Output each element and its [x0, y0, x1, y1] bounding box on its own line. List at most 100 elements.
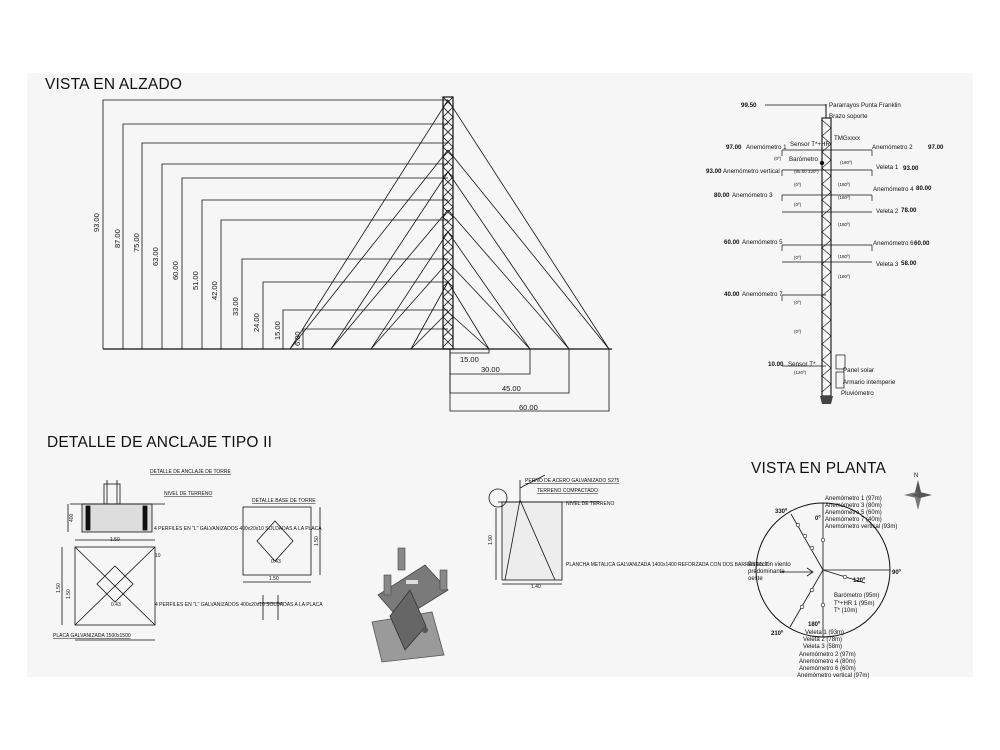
distance-labels: 15.00 30.00 45.00 60.00	[460, 355, 538, 412]
anchor-3d-render	[371, 547, 449, 663]
detalle-title: DETALLE DE ANCLAJE DE TORRE	[150, 469, 232, 475]
height-label: 63.00	[151, 247, 160, 266]
section-title-planta: VISTA EN PLANTA	[751, 460, 887, 477]
angle-mark: (180º)	[838, 182, 851, 187]
dim-label: 1.50	[269, 576, 279, 582]
dim-label: 1.50	[110, 537, 120, 543]
left-level: 40.00	[724, 291, 740, 298]
perno-label: PERNO DE ACERO GALVANIZADO S275	[525, 478, 620, 484]
left-name: Sensor T*	[788, 361, 816, 368]
tower-lattice-2	[442, 96, 454, 348]
plancha-label: PLANCHA METALICA GALVANIZADA 1400x1400 R…	[566, 562, 768, 568]
planta-right-item: Barómetro (95m)	[834, 593, 879, 599]
right-level: 58.00	[901, 260, 917, 267]
height-label: 33.00	[231, 297, 240, 316]
height-label: 42.00	[210, 281, 219, 300]
height-label: 60.00	[171, 261, 180, 280]
left-name: Anemómetro 5	[742, 239, 783, 246]
height-label: 24.00	[252, 313, 261, 332]
planta-bottom-item: Anemómetro vertical (97m)	[797, 673, 869, 679]
dim-label: 0.43	[111, 602, 121, 608]
planta-right-item: T*+HR 1 (95m)	[834, 601, 875, 607]
right-level: 78.00	[901, 207, 917, 214]
bottom-label: Panel solar	[843, 367, 874, 374]
left-name: Anemómetro 1	[746, 144, 787, 151]
angle-mark: (95.00 120º)	[794, 169, 819, 174]
barometer-dot	[819, 160, 825, 166]
dim-label: 0.43	[271, 559, 281, 565]
angle-mark: (180º)	[840, 160, 853, 165]
right-name: Veleta 3	[876, 261, 899, 268]
left-level: 80.00	[714, 192, 730, 199]
barometro-label: Barómetro	[789, 156, 818, 163]
nivel-label: NIVEL DE TERRENO	[164, 491, 212, 497]
right-name: Veleta 2	[876, 208, 899, 215]
height-label: 15.00	[273, 321, 282, 340]
right-name: Anemómetro 6	[873, 240, 914, 247]
mast-top-level: 99.50	[741, 102, 757, 109]
alzado-elevation: 93.00 87.00 75.00 63.00 60.00 51.00 42.0…	[92, 96, 612, 412]
right-level: 80.00	[916, 185, 932, 192]
planta-bottom-item: Veleta 2 (78m)	[803, 637, 842, 643]
planta-bottom-item: Anemómetro 2 (97m)	[799, 652, 856, 658]
drawing-sheet	[27, 73, 973, 677]
distance-label: 45.00	[502, 384, 521, 393]
planta-top-item: Anemómetro 7 (40m)	[825, 517, 882, 523]
guy-wires	[289, 99, 610, 350]
right-name: Anemómetro 4	[873, 186, 914, 193]
planta-right-item: T* (10m)	[834, 608, 857, 614]
wind-label: Dirección viento	[748, 562, 791, 568]
mast-level-lines	[765, 104, 872, 367]
left-name: Anemómetro 7	[742, 291, 783, 298]
deg-label: 90º	[892, 570, 902, 576]
dim-label: 1.40	[531, 584, 541, 590]
dim-label: 1.50	[66, 589, 72, 599]
left-name: Anemómetro 3	[732, 192, 773, 199]
bottom-label: Armario intemperie	[843, 379, 896, 386]
wind-label: oeste	[748, 576, 763, 582]
planta-top-item: Anemómetro 3 (80m)	[825, 503, 882, 509]
right-name: Anemómetro 2	[872, 144, 913, 151]
right-level: 60.00	[914, 240, 930, 247]
deg-label: 180º	[808, 622, 821, 628]
terreno-label: TERRENO COMPACTADO	[537, 488, 598, 494]
mast-base	[820, 396, 833, 404]
deg-label: 330º	[775, 509, 788, 515]
planta-bottom-item: Anemómetro 6 (60m)	[799, 666, 856, 672]
brazo-label: Brazo soporte	[829, 113, 868, 120]
angle-mark: (0º)	[794, 300, 802, 305]
planta-top-item: Anemómetro 5 (60m)	[825, 510, 882, 516]
deg-label: 210º	[771, 631, 784, 637]
planta-bottom-item: Veleta 3 (58m)	[803, 644, 842, 650]
height-label: 51.00	[191, 271, 200, 290]
base-plan	[242, 506, 312, 576]
mast-instrumentation: 99.50 Pararrayos Punta Franklin Brazo so…	[706, 102, 944, 404]
section-title-anclaje: DETALLE DE ANCLAJE TIPO II	[47, 434, 273, 451]
distance-label: 60.00	[519, 403, 538, 412]
base-title: DETALLE BASE DE TORRE	[252, 498, 316, 504]
distance-brackets	[449, 349, 610, 412]
footing-section	[81, 503, 153, 533]
angle-mark: (0º)	[794, 329, 802, 334]
planta-plan-view: N 330º 0º 90º 120º 180º 210º Anemómetro …	[748, 473, 932, 679]
height-label: 93.00	[92, 213, 101, 232]
left-name: Anemómetro vertical	[723, 168, 780, 175]
distance-label: 15.00	[460, 355, 479, 364]
perfiles-label: 4 PERFILES EN "L" GALVANIZADOS 400x20x10…	[154, 526, 322, 532]
height-label: 75.00	[132, 233, 141, 252]
height-label: 87.00	[113, 229, 122, 248]
dim-label: 1.50	[56, 583, 62, 593]
north-label: N	[914, 473, 918, 479]
nivel-terreno-small: NIVEL DE TERRENO	[566, 501, 614, 507]
planta-top-item: Anemómetro 1 (97m)	[825, 496, 882, 502]
perfiles-label-2: 4 PERFILES EN "L" GALVANIZADOS 400x20x10…	[155, 602, 323, 608]
distance-label: 30.00	[481, 365, 500, 374]
angle-mark: (180º)	[838, 254, 851, 259]
angle-mark: (0º)	[774, 156, 782, 161]
right-name: Veleta 1	[876, 164, 899, 171]
planta-bottom-item: Anemómetro 4 (80m)	[799, 659, 856, 665]
angle-mark: (0º)	[794, 255, 802, 260]
tower-outline	[442, 96, 454, 350]
angle-mark: (180º)	[838, 274, 851, 279]
anclaje-labels: DETALLE DE ANCLAJE DE TORRE NIVEL DE TER…	[53, 469, 768, 639]
